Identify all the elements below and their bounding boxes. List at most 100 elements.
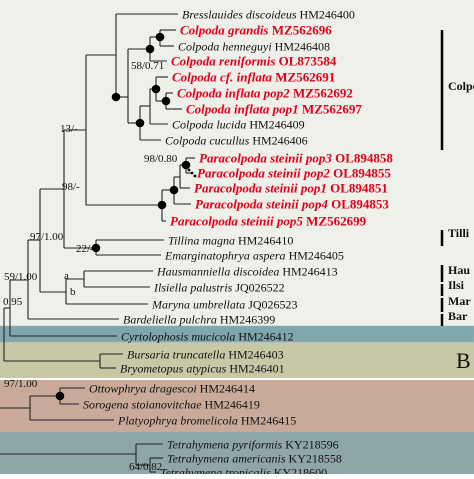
support-value-label: 64/0.82 <box>129 461 162 473</box>
taxon-name: Paracolpoda steinii pop1 <box>194 181 330 196</box>
taxon-label: Paracolpoda steinii pop1 OL894851 <box>194 181 388 196</box>
taxon-name: Bardeliella pulchra <box>123 313 220 327</box>
taxon-label: Bursaria truncatella HM246403 <box>127 348 284 362</box>
support-value-label: 98/0.80 <box>144 153 178 165</box>
taxon-label: Ilsiella palustris JQ026522 <box>153 281 285 295</box>
taxon-name: Bursaria truncatella <box>127 348 228 362</box>
clade-label: Colpo <box>448 79 474 93</box>
taxon-label: Tillina magna HM246410 <box>168 234 293 248</box>
support-node <box>169 185 179 195</box>
support-value-label: a <box>64 270 69 282</box>
accession-number: MZ562696 <box>272 23 332 38</box>
taxon-label: Colpoda inflata pop1 MZ562697 <box>186 102 362 117</box>
taxon-name: Sorogena stoianovitchae <box>83 398 205 412</box>
accession-number: HM246403 <box>228 348 283 362</box>
support-value-label: 98/- <box>62 181 80 193</box>
taxon-name: Paracolpoda steinii pop3 <box>199 151 335 166</box>
taxon-name: Emarginatophrya aspera <box>164 249 289 263</box>
taxon-name: Tetrahymena pyriformis <box>167 438 285 452</box>
taxon-name: Colpoda lucida <box>172 118 249 132</box>
taxon-name: Colpoda inflata pop2 <box>177 86 293 101</box>
accession-number: HM246419 <box>205 398 260 412</box>
taxon-label: Bresslauides discoideus HM246400 <box>182 8 355 22</box>
support-node <box>55 391 65 401</box>
support-node <box>190 171 194 175</box>
accession-number: HM246410 <box>238 234 293 248</box>
taxon-label: Bryometopus atypicus HM246401 <box>120 362 285 376</box>
taxon-name: Colpoda cucullus <box>165 134 252 148</box>
accession-number: HM246415 <box>241 414 296 428</box>
accession-number: HM246400 <box>300 8 355 22</box>
taxon-label: Colpoda henneguyi HM246408 <box>178 40 330 54</box>
support-value-label: 58/0.71 <box>131 60 164 72</box>
taxon-label: Emarginatophrya aspera HM246405 <box>164 249 344 263</box>
taxon-name: Paracolpoda steinii pop2 <box>197 166 333 181</box>
taxon-name: Paracolpoda steinii pop4 <box>195 197 331 212</box>
clade-label: Hau <box>448 263 470 277</box>
taxon-name: Colpoda reniformis <box>171 54 279 69</box>
taxon-name: Colpoda cf. inflata <box>172 70 275 85</box>
taxon-label: Tetrahymena tropicalis KY218600 <box>160 466 327 475</box>
support-value-label: 22/- <box>76 243 94 255</box>
taxon-label: Colpoda grandis MZ562696 <box>180 23 332 38</box>
taxon-name: Paracolpoda steinii pop5 <box>170 214 306 229</box>
support-node <box>155 32 165 42</box>
taxon-label: Bardeliella pulchra HM246399 <box>123 313 275 327</box>
taxon-name: Platyophrya bromelicola <box>117 414 241 428</box>
accession-number: KY218596 <box>285 438 338 452</box>
taxon-label: Tetrahymena pyriformis KY218596 <box>167 438 339 452</box>
taxon-label: Colpoda lucida HM246409 <box>172 118 305 132</box>
accession-number: OL894858 <box>335 151 393 166</box>
accession-number: HM246412 <box>238 330 293 344</box>
support-value-label: 0.95 <box>3 296 23 308</box>
accession-number: HM246409 <box>249 118 304 132</box>
support-value-label: b <box>70 286 76 298</box>
taxon-name: Tetrahymena tropicalis <box>160 466 274 475</box>
taxon-name: Colpoda henneguyi <box>178 40 275 54</box>
taxon-label: Hausmanniella discoidea HM246413 <box>156 265 338 279</box>
clade-label: Bar <box>448 309 468 323</box>
taxon-name: Ottowphrya dragescoi <box>89 382 200 396</box>
accession-number: MZ562699 <box>306 214 366 229</box>
accession-number: HM246401 <box>229 362 284 376</box>
support-node <box>181 160 191 170</box>
taxon-label: Colpoda inflata pop2 MZ562692 <box>177 86 353 101</box>
taxon-name: Colpoda inflata pop1 <box>186 102 302 117</box>
clade-label: Ilsi <box>448 278 465 292</box>
band-tetrahymena <box>0 432 474 474</box>
band-colpodea <box>0 0 474 326</box>
taxon-name: Bresslauides discoideus <box>182 8 300 22</box>
support-value-label: 13/- <box>60 123 78 135</box>
taxon-label: Maryna umbrellata JQ026523 <box>151 298 298 312</box>
taxon-name: Ilsiella palustris <box>153 281 235 295</box>
accession-number: KY218558 <box>289 452 342 466</box>
clade-label: Tilli <box>448 226 470 240</box>
accession-number: HM246405 <box>289 249 344 263</box>
accession-number: OL894855 <box>333 166 391 181</box>
support-node <box>151 84 161 94</box>
support-node <box>91 243 101 253</box>
taxon-label: Ottowphrya dragescoi HM246414 <box>89 382 255 396</box>
band-platyophrya <box>0 380 474 432</box>
support-node <box>145 44 155 54</box>
taxon-label: Paracolpoda steinii pop4 OL894853 <box>195 197 389 212</box>
accession-number: MZ562692 <box>293 86 353 101</box>
accession-number: MZ562697 <box>302 102 362 117</box>
support-node <box>161 96 171 106</box>
taxon-label: Colpoda cf. inflata MZ562691 <box>172 70 335 85</box>
taxon-label: Sorogena stoianovitchae HM246419 <box>83 398 260 412</box>
accession-number: HM246408 <box>275 40 330 54</box>
accession-number: OL894853 <box>331 197 389 212</box>
taxon-label: Paracolpoda steinii pop2 OL894855 <box>197 166 391 181</box>
accession-number: MZ562691 <box>275 70 335 85</box>
taxon-label: Paracolpoda steinii pop5 MZ562699 <box>170 214 367 229</box>
band-divider <box>0 325 474 343</box>
taxon-name: Maryna umbrellata <box>151 298 248 312</box>
accession-number: HM246413 <box>282 265 337 279</box>
clade-label: Mar <box>448 294 471 308</box>
taxon-label: Colpoda reniformis OL873584 <box>171 54 337 69</box>
accession-number: HM246406 <box>252 134 307 148</box>
support-value-label: 97/1.00 <box>4 378 38 390</box>
